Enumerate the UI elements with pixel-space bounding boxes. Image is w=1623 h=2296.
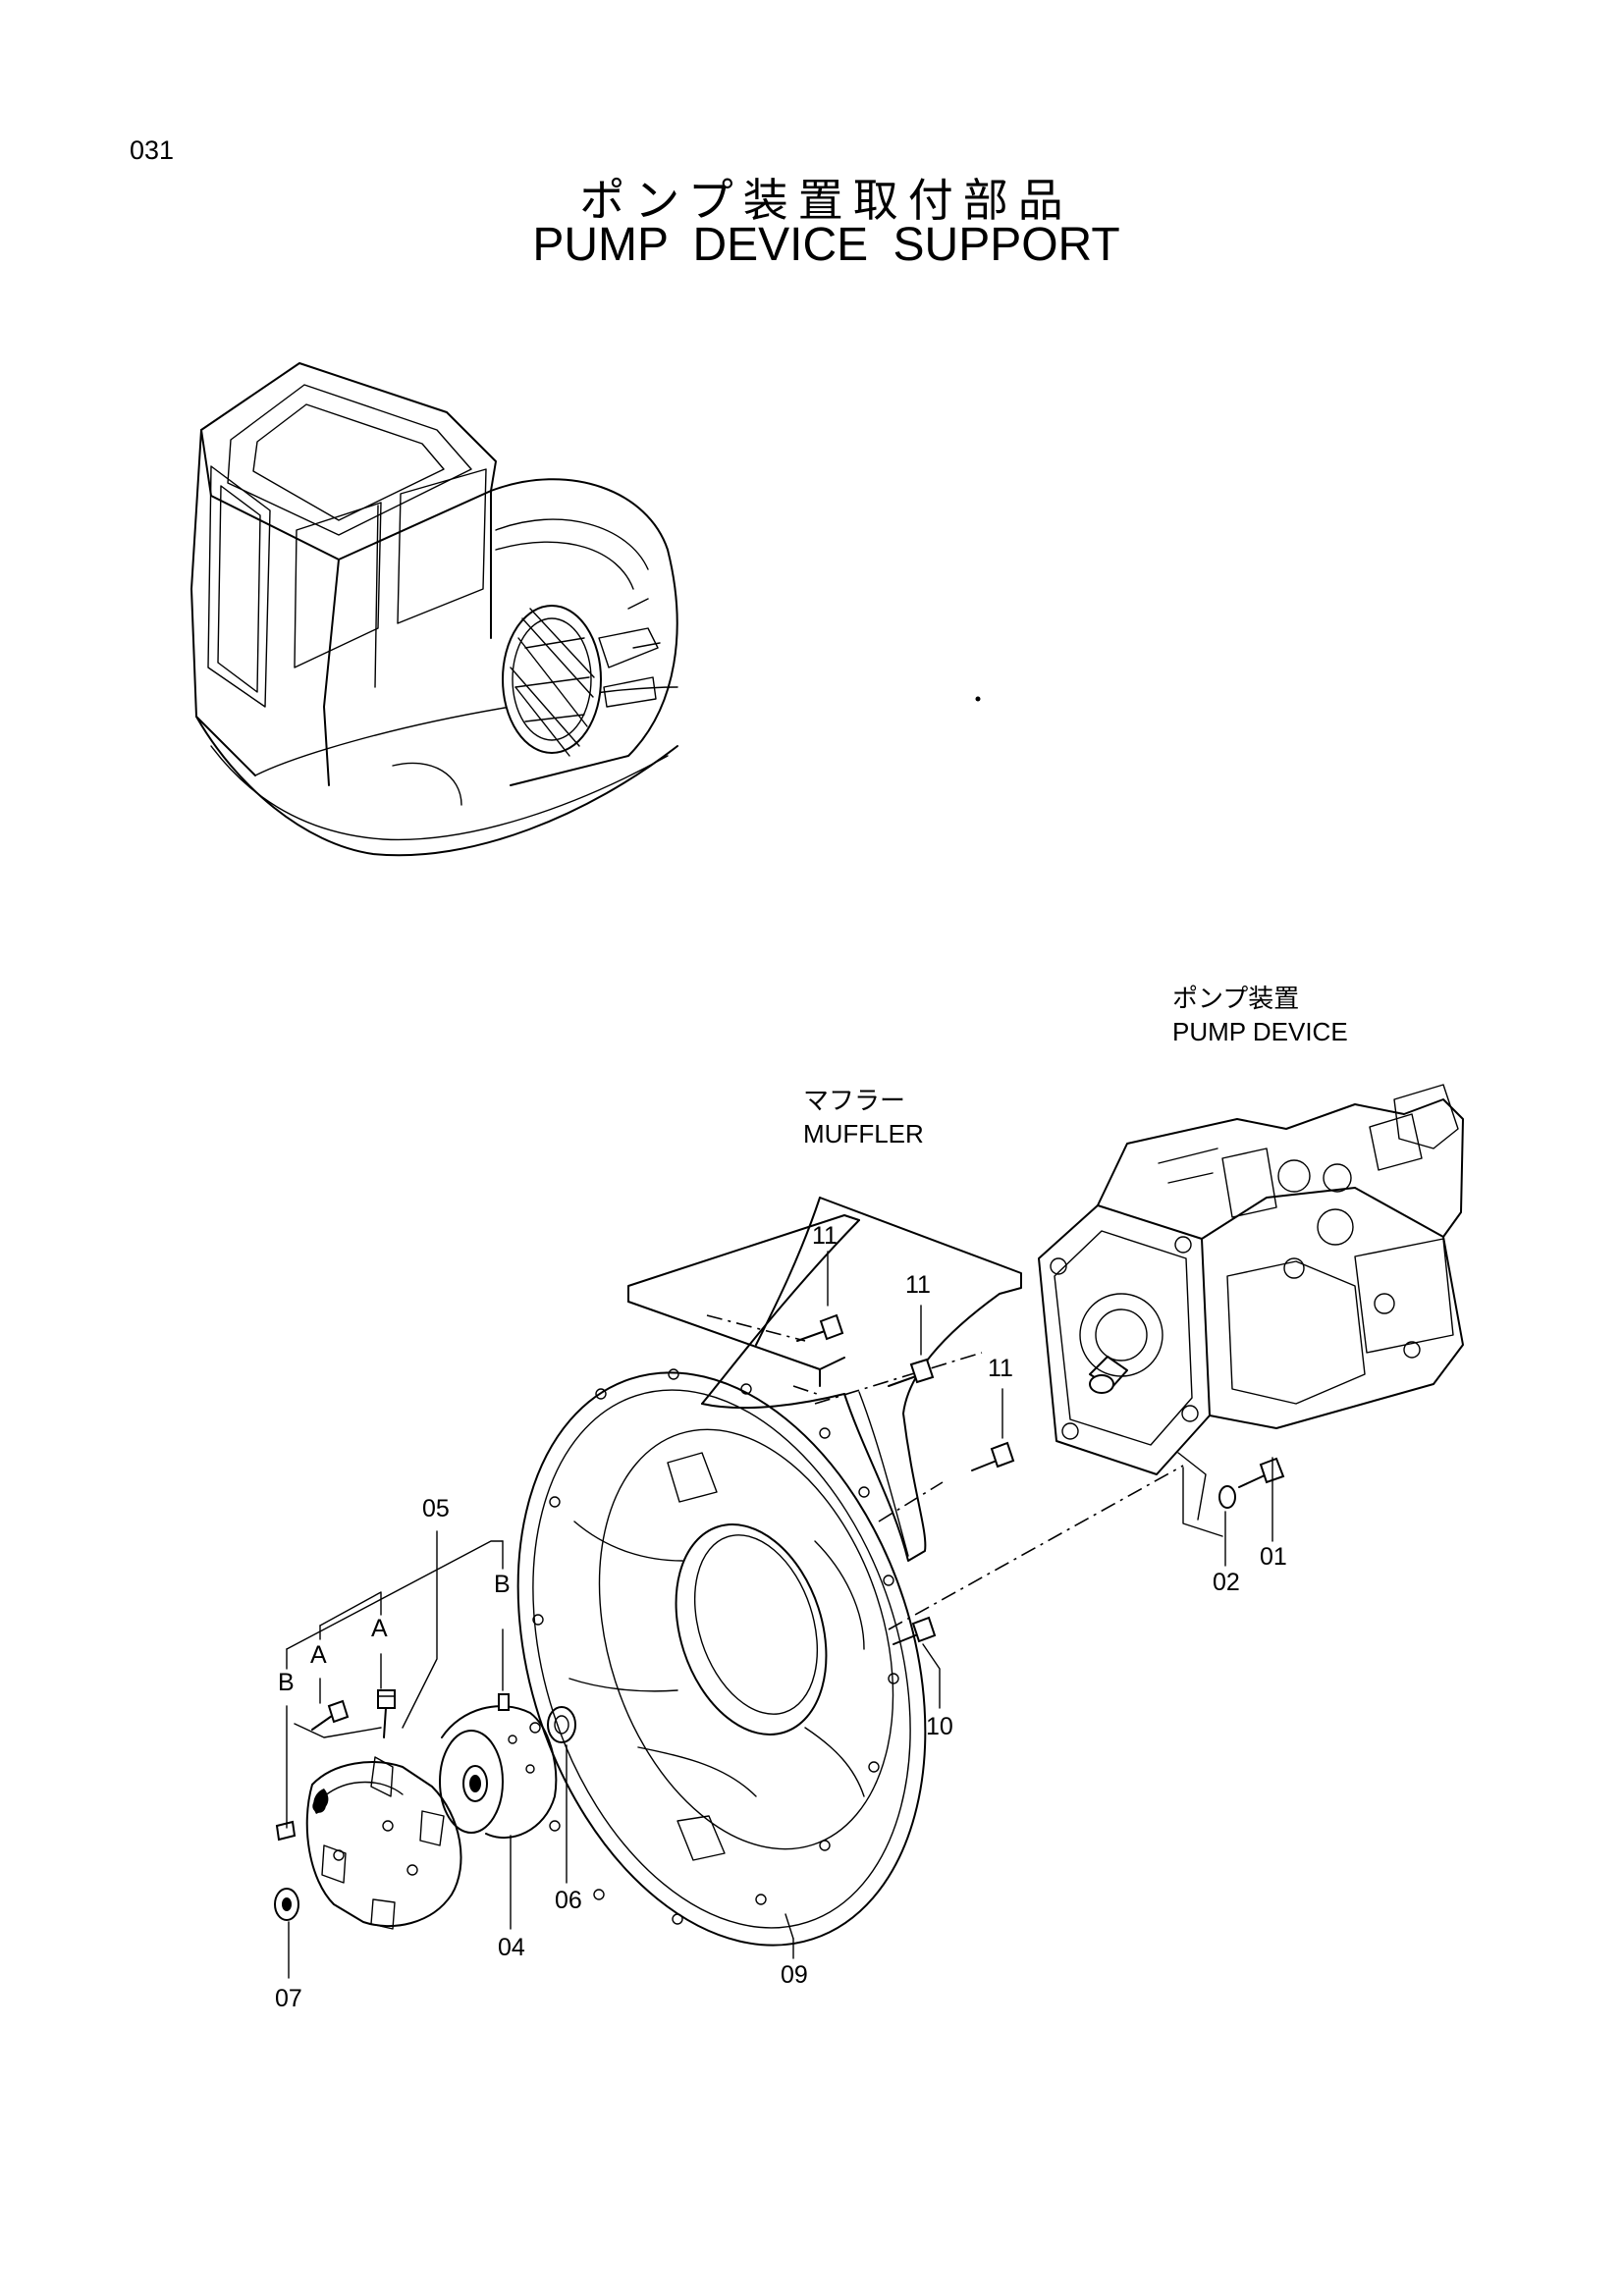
- muffler-label-english: MUFFLER: [803, 1119, 924, 1148]
- page-title-english: PUMP DEVICE SUPPORT: [532, 219, 1120, 271]
- part-number-11-c: 11: [988, 1355, 1013, 1382]
- bolt-11-a: [796, 1313, 844, 1342]
- part-number-01: 01: [1260, 1543, 1287, 1571]
- part-number-02: 02: [1213, 1569, 1240, 1596]
- excavator-overview-illustration: [190, 362, 678, 857]
- page-title-japanese: ポンプ装置取付部品: [579, 175, 1073, 226]
- flywheel-housing: [516, 1368, 927, 1947]
- nut-07: [274, 1888, 299, 1921]
- leader-lines: [286, 1251, 1273, 1979]
- pin-b-right: [498, 1693, 510, 1711]
- ref-letter-b-right: B: [494, 1571, 511, 1598]
- bolt-11-b: [888, 1358, 935, 1387]
- bolt-a-left: [311, 1699, 350, 1731]
- assembly-lines: [706, 1314, 1223, 1630]
- washer-06: [547, 1706, 576, 1743]
- part-number-06: 06: [555, 1887, 582, 1914]
- pump-device-label-japanese: ポンプ装置: [1172, 984, 1300, 1013]
- pump-device: [1038, 1084, 1464, 1521]
- part-number-11-a: 11: [812, 1222, 838, 1250]
- ref-letter-b-left: B: [278, 1669, 295, 1696]
- muffler-label-japanese: マフラー: [803, 1086, 906, 1115]
- ref-letter-a-center: A: [371, 1615, 388, 1642]
- muffler-bracket: [627, 1197, 1022, 1562]
- coupling-hub: [439, 1705, 558, 1839]
- page-number: 031: [130, 135, 175, 165]
- part-number-05: 05: [422, 1495, 450, 1522]
- bolt-01: [1238, 1457, 1285, 1488]
- part-number-09: 09: [781, 1961, 808, 1989]
- bolt-11-c: [971, 1441, 1015, 1471]
- part-number-07: 07: [275, 1985, 302, 2012]
- ref-letter-a-left: A: [310, 1641, 327, 1669]
- pump-device-label-english: PUMP DEVICE: [1172, 1017, 1348, 1046]
- part-number-04: 04: [498, 1934, 525, 1961]
- stray-dot: [975, 696, 981, 702]
- bolt-10: [893, 1616, 937, 1645]
- part-number-10: 10: [926, 1713, 953, 1740]
- part-number-11-b: 11: [905, 1271, 931, 1299]
- bolt-a-center: [377, 1689, 396, 1738]
- pin-b-left: [275, 1820, 297, 1842]
- rubber-coupling: [305, 1756, 462, 1930]
- washer-02: [1218, 1485, 1236, 1509]
